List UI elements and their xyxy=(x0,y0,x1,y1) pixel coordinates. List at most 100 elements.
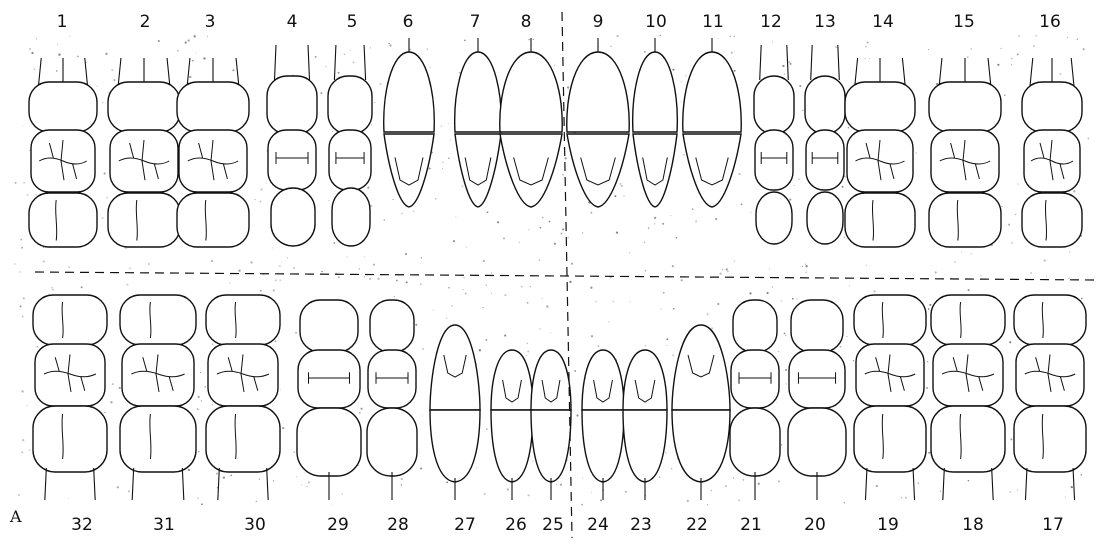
stipple-dot xyxy=(711,327,713,329)
stipple-dot xyxy=(1059,73,1061,75)
stipple-dot xyxy=(600,499,602,501)
stipple-dot xyxy=(769,268,770,269)
stipple-dot xyxy=(486,428,488,430)
tooth-number-lower: 21 xyxy=(740,515,762,535)
stipple-dot xyxy=(148,263,150,265)
lingual-crown xyxy=(33,295,107,345)
tooth-number-lower: 28 xyxy=(387,515,409,535)
stipple-dot xyxy=(58,53,60,55)
stipple-dot xyxy=(715,218,717,220)
stipple-dot xyxy=(644,51,646,53)
stipple-dot xyxy=(273,480,274,481)
stipple-dot xyxy=(727,271,729,273)
tooth-root xyxy=(45,468,47,500)
stipple-dot xyxy=(22,316,24,318)
lower-tooth xyxy=(1014,295,1086,500)
stipple-dot xyxy=(629,252,630,253)
stipple-dot xyxy=(19,305,21,307)
stipple-dot xyxy=(111,69,113,71)
stipple-dot xyxy=(260,201,262,203)
stipple-dot xyxy=(22,439,24,441)
stipple-dot xyxy=(1077,39,1078,40)
buccal-crown xyxy=(108,82,180,132)
stipple-dot xyxy=(574,370,576,372)
buccal-crown xyxy=(328,76,372,134)
stipple-dot xyxy=(56,70,58,72)
lingual-crown xyxy=(1022,193,1082,247)
stipple-dot xyxy=(1004,94,1006,96)
lingual-crown xyxy=(929,193,1001,247)
stipple-dot xyxy=(542,298,543,299)
stipple-dot xyxy=(767,292,769,294)
lingual-crown xyxy=(756,192,792,244)
lower-tooth xyxy=(854,295,926,500)
stipple-dot xyxy=(296,476,297,477)
tooth-number-upper: 5 xyxy=(347,12,358,32)
stipple-dot xyxy=(533,39,534,40)
stipple-dot xyxy=(301,484,302,485)
tooth-root xyxy=(865,468,867,500)
stipple-dot xyxy=(106,197,107,198)
stipple-dot xyxy=(212,343,213,344)
stipple-dot xyxy=(333,242,335,244)
stipple-dot xyxy=(564,157,566,159)
buccal-crown xyxy=(805,76,845,134)
stipple-dot xyxy=(591,335,593,337)
stipple-dot xyxy=(379,83,381,85)
stipple-dot xyxy=(420,467,422,469)
stipple-dot xyxy=(384,219,386,221)
upper-tooth xyxy=(845,58,915,247)
stipple-dot xyxy=(849,285,850,286)
stipple-dot xyxy=(326,66,327,67)
stipple-dot xyxy=(725,485,727,487)
stipple-dot xyxy=(805,265,807,267)
stipple-dot xyxy=(37,346,39,348)
tooth-root xyxy=(132,468,134,500)
stipple-dot xyxy=(562,228,564,230)
tooth-number-lower: 18 xyxy=(962,515,984,535)
stipple-dot xyxy=(865,46,867,48)
stipple-dot xyxy=(527,351,529,353)
stipple-dot xyxy=(967,56,969,58)
stipple-dot xyxy=(466,246,468,248)
stipple-dot xyxy=(1015,214,1017,216)
occlusal-surface xyxy=(731,350,779,408)
stipple-dot xyxy=(129,268,131,270)
stipple-dot xyxy=(528,39,530,41)
incisal-view xyxy=(491,350,533,410)
stipple-dot xyxy=(786,383,787,384)
stipple-dot xyxy=(36,194,37,195)
stipple-dot xyxy=(275,340,277,342)
stipple-dot xyxy=(359,268,360,269)
stipple-dot xyxy=(216,473,218,475)
stipple-dot xyxy=(331,504,332,505)
stipple-dot xyxy=(295,332,297,334)
stipple-dot xyxy=(338,276,340,278)
lower-tooth xyxy=(206,295,280,500)
stipple-dot xyxy=(928,308,930,310)
stipple-dot xyxy=(260,290,262,292)
stipple-dot xyxy=(421,257,422,258)
stipple-dot xyxy=(200,372,201,373)
stipple-dot xyxy=(1033,45,1035,47)
stipple-dot xyxy=(540,227,542,229)
stipple-dot xyxy=(707,504,708,505)
stipple-dot xyxy=(567,236,569,238)
stipple-dot xyxy=(27,194,29,196)
stipple-dot xyxy=(1068,278,1070,280)
stipple-dot xyxy=(550,332,551,333)
stipple-dot xyxy=(666,338,668,340)
stipple-dot xyxy=(429,168,431,170)
stipple-dot xyxy=(1017,489,1018,490)
stipple-dot xyxy=(749,292,751,294)
stipple-dot xyxy=(676,237,678,239)
stipple-dot xyxy=(448,123,449,124)
stipple-dot xyxy=(521,286,523,288)
tooth-root xyxy=(364,45,366,80)
stipple-dot xyxy=(772,286,773,287)
stipple-dot xyxy=(204,386,206,388)
stipple-dot xyxy=(128,490,130,492)
stipple-dot xyxy=(738,499,740,501)
stipple-dot xyxy=(772,41,773,42)
stipple-dot xyxy=(450,139,452,141)
